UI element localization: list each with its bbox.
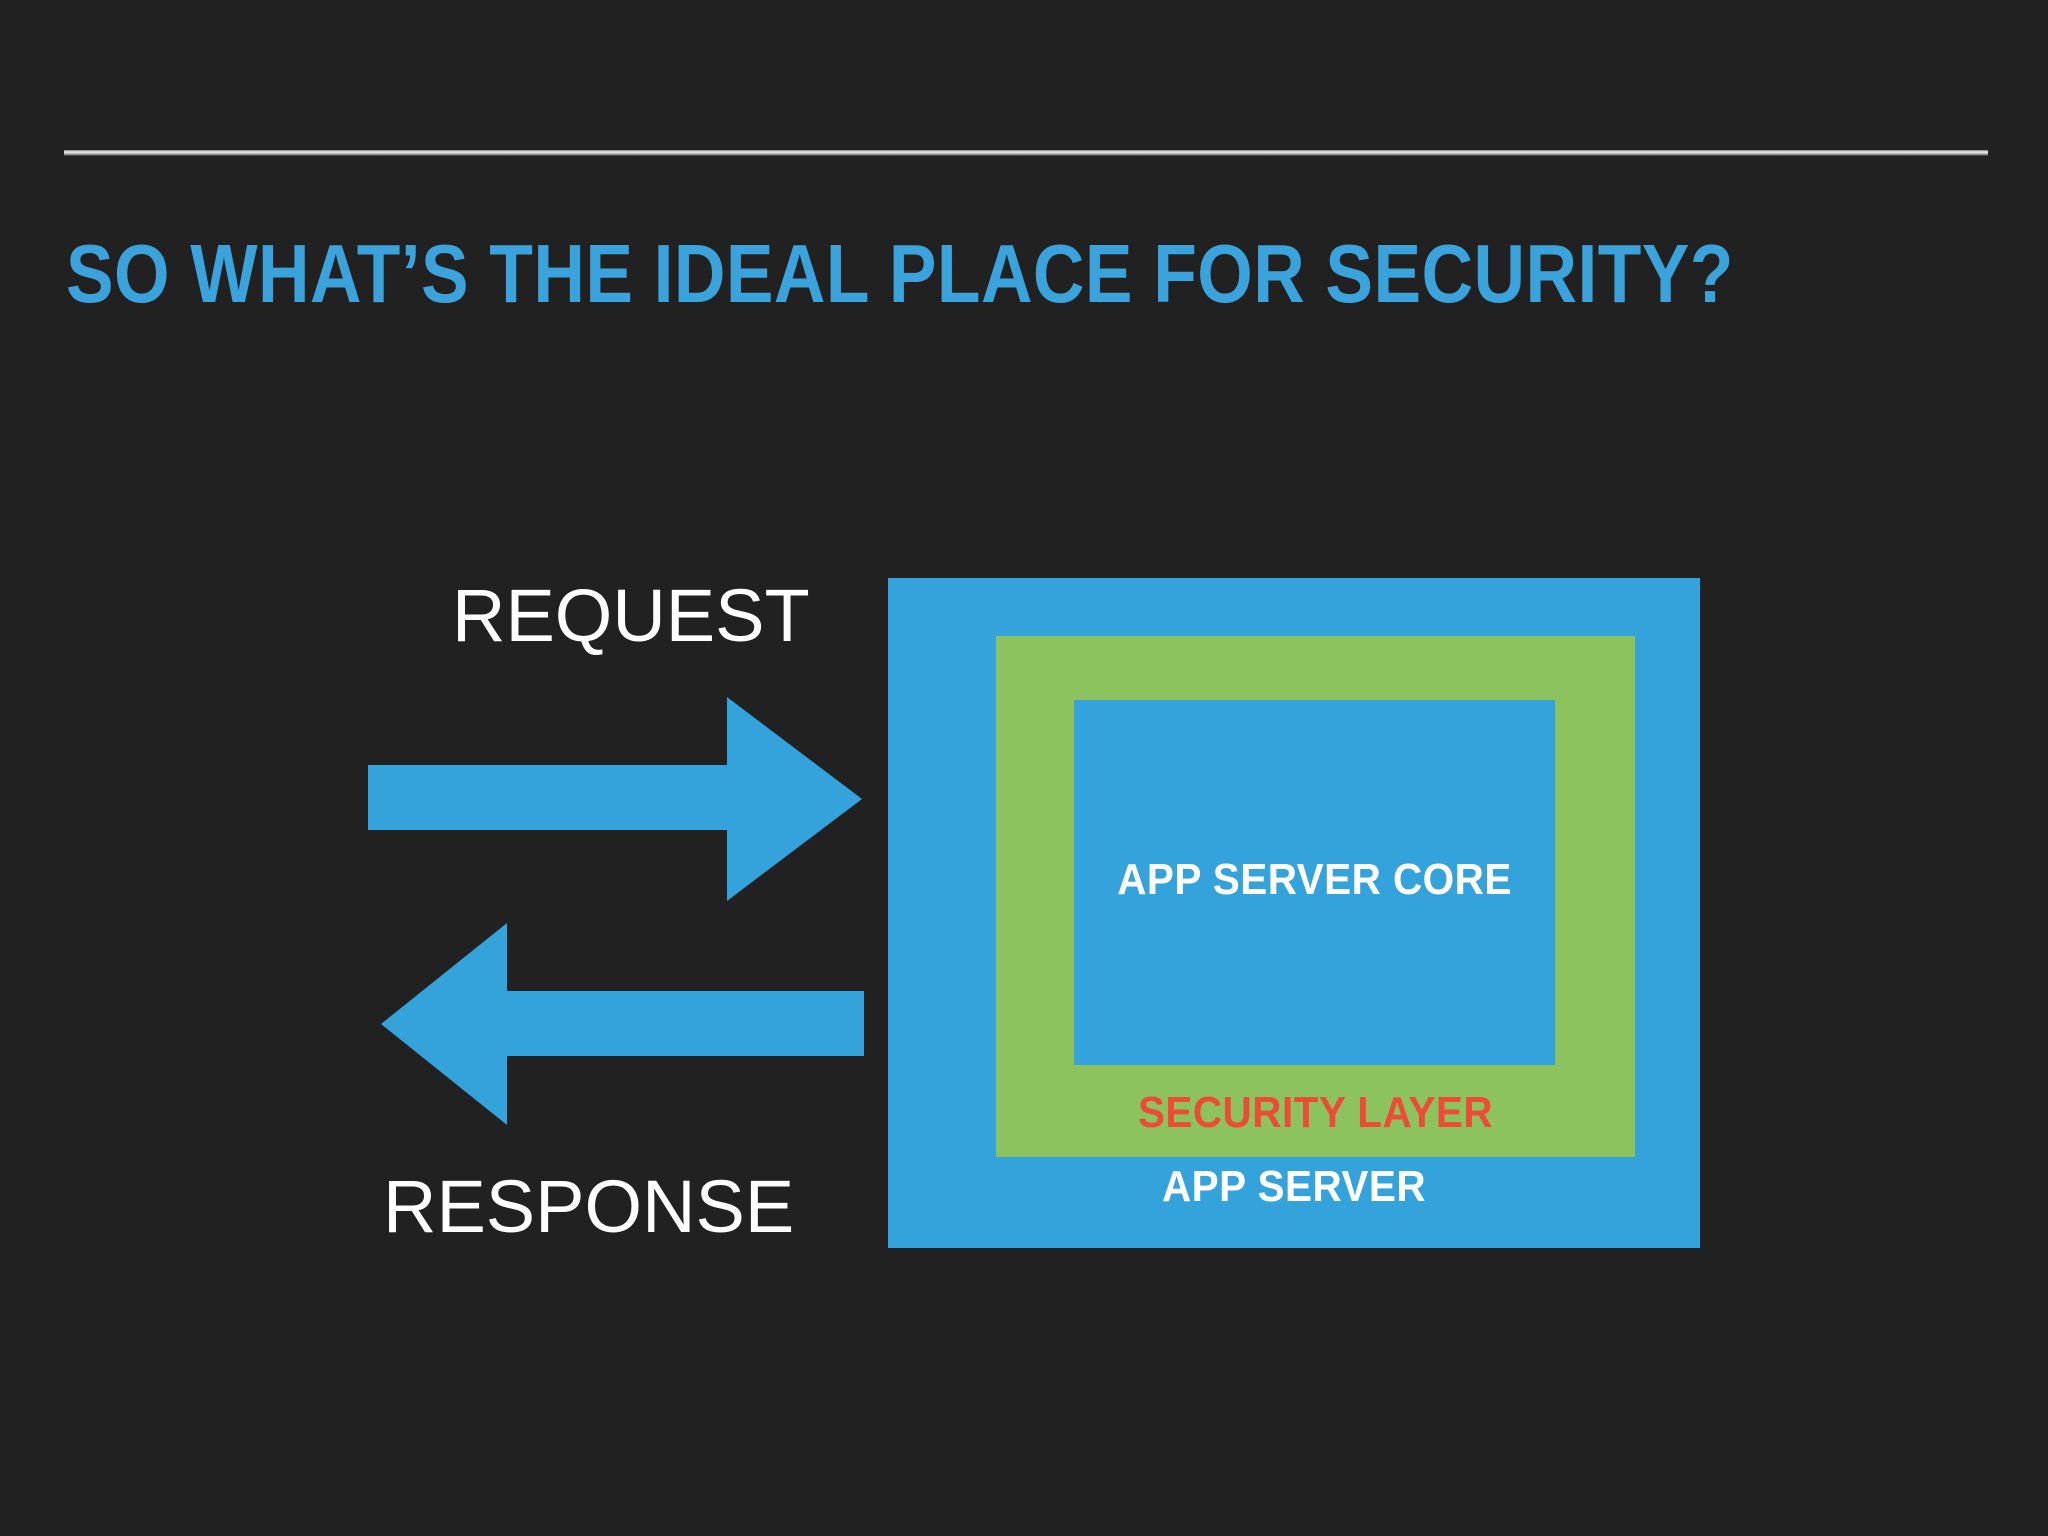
request-arrow-label: REQUEST: [452, 574, 810, 657]
app-server-box: APP SERVER CORE SECURITY LAYER APP SERVE…: [888, 578, 1700, 1248]
response-arrow-icon: [381, 923, 864, 1125]
response-arrow-label: RESPONSE: [383, 1165, 795, 1248]
request-arrow-icon: [368, 697, 862, 901]
app-server-label: APP SERVER: [1161, 1162, 1427, 1211]
app-server-core-box: APP SERVER CORE: [1074, 700, 1555, 1065]
page-title: SO WHAT’S THE IDEAL PLACE FOR SECURITY?: [66, 227, 1734, 320]
title-divider-rule: [64, 150, 1988, 156]
app-server-core-label: APP SERVER CORE: [1117, 855, 1512, 904]
security-layer-label: SECURITY LAYER: [1137, 1088, 1494, 1137]
security-layer-box: APP SERVER CORE SECURITY LAYER: [996, 636, 1635, 1157]
